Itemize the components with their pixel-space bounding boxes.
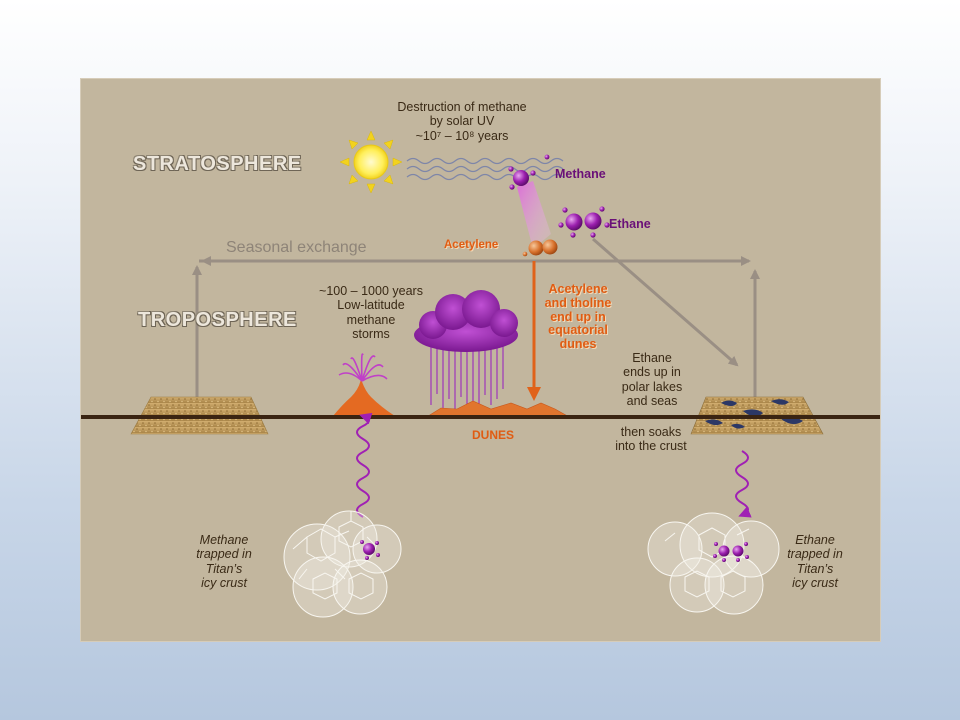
destruction-line-3: ~10⁷ – 10⁸ years [415,128,509,143]
ethane-lakes-line-1: Ethane [632,351,672,365]
ethane-lakes-label: Ethane ends up in polar lakes and seas [607,351,697,409]
trapped-methane-molecule-icon [360,540,380,560]
tholine-line-1: Acetylene [548,282,608,296]
ethane-lakes-line-3: polar lakes [621,379,683,394]
seasonal-exchange-label: Seasonal exchange [226,239,367,256]
ethane-label: Ethane [609,217,651,231]
storms-line-1: ~100 – 1000 years [319,284,423,298]
soaks-label: then soaks into the crust [601,425,701,454]
dunes-shape [423,400,573,419]
methane-release-arrow [356,412,373,518]
methane-trapped-line-1: Methane [199,533,249,547]
acetylene-label: Acetylene [444,239,499,251]
stratosphere-label: STRATOSPHERE [133,153,302,175]
tholine-line-5: dunes [559,337,597,351]
ground-line [81,415,880,419]
tholine-line-2: and tholine [544,295,612,310]
methane-molecule-icon [508,154,550,190]
destruction-label: Destruction of methane by solar UV ~10⁷ … [377,100,547,143]
troposphere-label: TROPOSPHERE [138,309,297,331]
ice-cage-icon [283,510,402,618]
soaks-line-2: into the crust [615,439,687,454]
dunes-label: DUNES [472,428,515,442]
methane-trapped-label: Methane trapped in Titan’s icy crust [189,533,259,591]
destruction-line-2: by solar UV [429,114,495,129]
cryovolcano-icon [333,353,395,416]
photolysis-beam [517,181,551,249]
titan-methane-cycle-diagram: STRATOSPHERE TROPOSPHERE Destruction of … [80,78,881,642]
sun-icon [339,130,403,194]
ethane-trapped-label: Ethane trapped in Titan’s icy crust [777,533,853,591]
methane-trapped-line-3: Titan’s [205,561,243,576]
tholine-label: Acetylene and tholine end up in equatori… [533,282,623,352]
ethane-soak-arrow [735,450,752,518]
acetylene-molecule-icon [522,239,558,257]
ice-cage-icon [647,512,780,615]
storms-line-4: storms [352,327,390,342]
storm-cloud-icon [414,290,518,413]
ethane-lakes-line-2: ends up in [623,365,681,380]
storms-line-3: methane [346,312,396,327]
ethane-trapped-line-2: trapped in [787,547,843,562]
methane-trapped-line-4: icy crust [201,576,247,591]
diagram-graphics [81,130,880,618]
destruction-line-1: Destruction of methane [397,100,527,114]
ethane-trapped-line-4: icy crust [792,576,838,591]
ethane-trapped-line-3: Titan’s [796,561,834,576]
tholine-line-4: equatorial [548,323,608,338]
ethane-molecule-icon [558,206,610,238]
seasonal-exchange-arrows [192,237,760,397]
uv-wave-icon [406,157,564,181]
storms-label: ~100 – 1000 years Low-latitude methane s… [311,284,431,342]
trapped-ethane-molecule-icon [713,542,749,562]
ethane-trapped-line-1: Ethane [795,533,835,547]
ethane-lakes-line-4: and seas [626,394,678,409]
methane-label: Methane [555,167,606,181]
tholine-line-3: end up in [550,309,606,324]
methane-trapped-line-2: trapped in [196,547,252,562]
soaks-line-1: then soaks [620,425,682,439]
storms-line-2: Low-latitude [337,298,405,313]
